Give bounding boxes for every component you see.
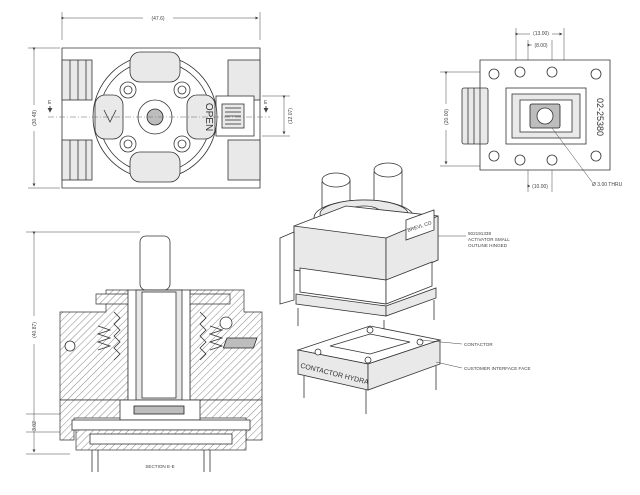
right-dim-top-inner: (8.00) xyxy=(534,43,547,49)
section-title: SECTION E-E xyxy=(145,464,174,469)
top-view: (47.6) (30.48) xyxy=(28,12,294,189)
iso-view: BREVI, CO 502191338 ACTIVATOR SMALL OUTL… xyxy=(222,162,531,414)
part-number: 02-25380 xyxy=(595,98,605,136)
interface-label: CUSTOMER INTERFACE FACE xyxy=(464,366,531,371)
right-dim-top-outer: (13.00) xyxy=(533,31,549,37)
activator-note-1: 502191338 xyxy=(468,231,491,236)
section-height-dim: (40.87) xyxy=(32,322,38,338)
activator-note-2: ACTIVATOR SMALL xyxy=(468,237,510,242)
top-height-dim: (30.48) xyxy=(32,110,38,126)
right-dim-thru: Ø 3.00 THRU xyxy=(592,182,623,188)
top-width-dim: (47.6) xyxy=(151,16,164,22)
section-mark-left: E xyxy=(48,100,52,106)
right-dim-bottom: (10.00) xyxy=(532,184,548,190)
section-view: (40.87) 3.02 SEC xyxy=(26,231,263,472)
contactor-label: CONTACTOR xyxy=(464,342,493,347)
top-right-dim: (12.07) xyxy=(288,108,294,124)
section-mark-right: E xyxy=(264,100,268,106)
activator-note-3: OUTLINE HINGED xyxy=(468,243,508,248)
open-label: OPEN xyxy=(203,103,214,131)
section-small-dim: 3.02 xyxy=(32,421,38,431)
right-view: (13.00) (8.00) (20.00) 02-25380 (1 xyxy=(440,28,623,192)
right-dim-left: (20.00) xyxy=(444,109,450,125)
